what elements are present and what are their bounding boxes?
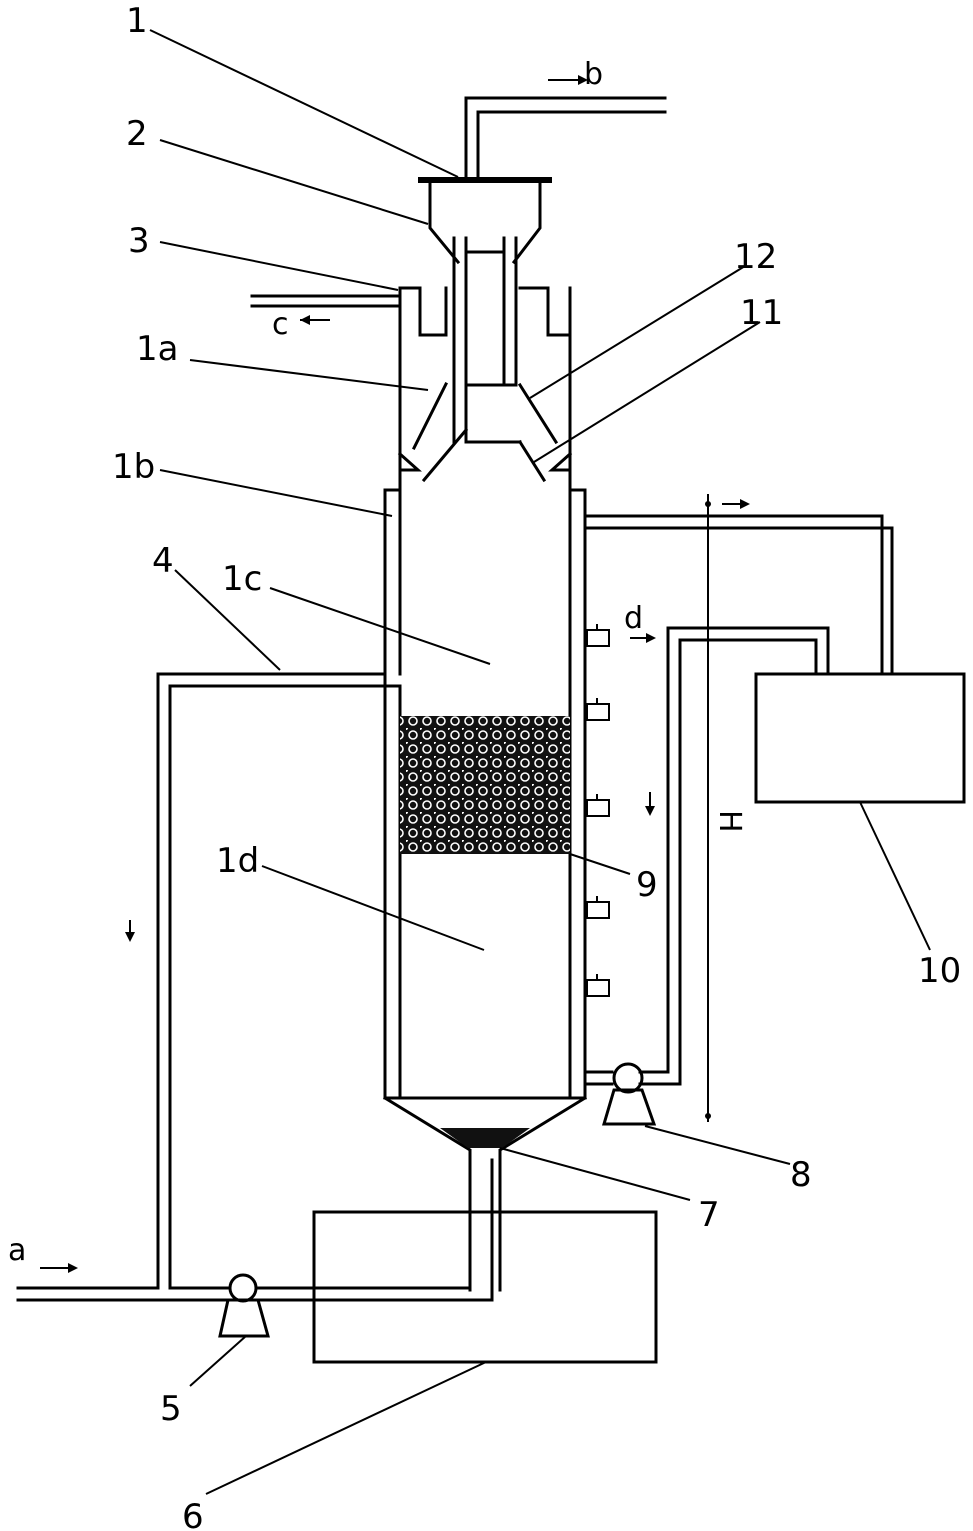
packing-layer	[400, 716, 570, 854]
label-12: 12	[734, 237, 777, 277]
pump-5	[218, 1273, 270, 1338]
flow-label-c: c	[272, 307, 289, 342]
separator-section	[250, 286, 573, 492]
label-2: 2	[126, 114, 148, 154]
sampling-ports	[586, 624, 610, 997]
label-6: 6	[182, 1497, 204, 1531]
label-1a: 1a	[136, 329, 178, 369]
flow-label-a: a	[8, 1233, 26, 1268]
label-3: 3	[128, 221, 150, 261]
label-10: 10	[918, 951, 961, 991]
leader-lines	[149, 29, 931, 1495]
right-circulation	[583, 514, 894, 1086]
label-5: 5	[160, 1389, 182, 1429]
central-tubes	[452, 236, 518, 444]
label-1c: 1c	[222, 559, 262, 599]
label-4: 4	[152, 541, 174, 581]
label-8: 8	[790, 1155, 812, 1195]
gas-collection-hood	[428, 181, 542, 265]
flow-label-b: b	[584, 57, 603, 92]
label-H: H	[712, 810, 747, 833]
height-dimension	[705, 494, 711, 1122]
flow-label-d: d	[624, 601, 643, 636]
label-1d: 1d	[216, 841, 259, 881]
label-1b: 1b	[112, 447, 155, 487]
tank-10	[754, 672, 966, 804]
reactor-body	[382, 488, 588, 1292]
recycle-pipe-4	[16, 672, 494, 1302]
label-9: 9	[636, 865, 658, 905]
gas-outlet-pipe-b	[418, 96, 667, 183]
flow-arrows	[40, 75, 750, 1273]
label-11: 11	[740, 293, 783, 333]
distributor-7	[440, 1128, 530, 1148]
pump-8	[601, 1062, 657, 1126]
label-1: 1	[126, 1, 148, 41]
label-7: 7	[698, 1195, 720, 1235]
